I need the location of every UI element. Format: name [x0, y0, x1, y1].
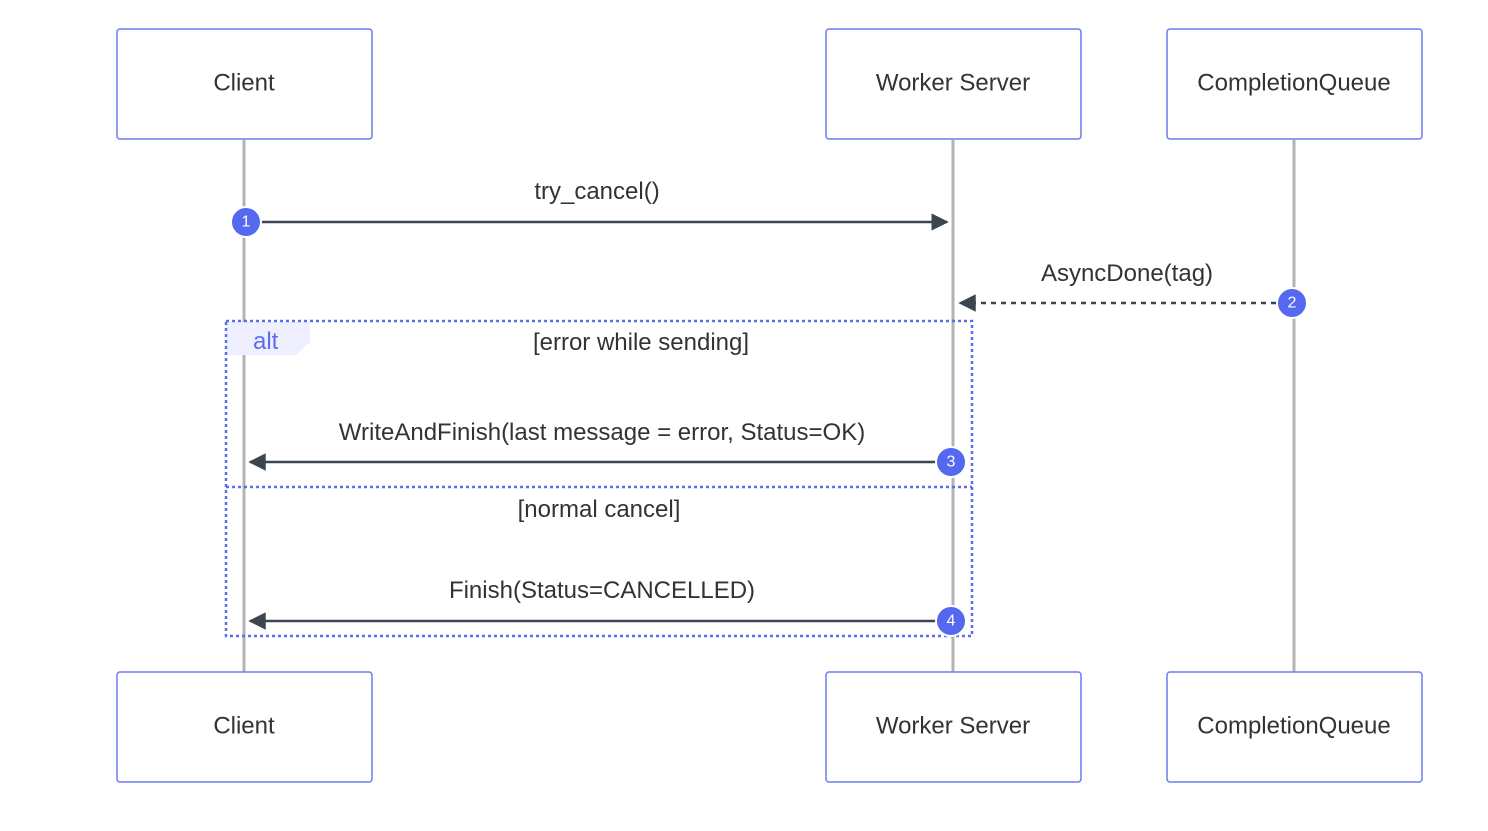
alt-condition-normal-cancel: [normal cancel]	[518, 496, 681, 523]
actor-worker-server-bottom: Worker Server	[825, 671, 1082, 783]
actor-box	[116, 671, 373, 783]
message-label: Finish(Status=CANCELLED)	[449, 577, 755, 604]
actor-worker-server-top: Worker Server	[825, 28, 1082, 140]
actor-box	[1166, 671, 1423, 783]
message-try-cancel: try_cancel() 1	[230, 178, 949, 238]
actor-label: Worker Server	[876, 69, 1030, 96]
alt-frame-tab	[226, 322, 310, 355]
alt-frame: alt [error while sending] [normal cancel…	[224, 319, 974, 638]
actor-box	[116, 28, 373, 140]
actor-box	[825, 28, 1082, 140]
actor-label: CompletionQueue	[1197, 712, 1390, 739]
actor-label: CompletionQueue	[1197, 69, 1390, 96]
actor-label: Client	[213, 69, 275, 96]
actor-label: Client	[213, 712, 275, 739]
step-badge	[935, 446, 967, 478]
alt-frame-border	[224, 319, 974, 638]
step-number: 3	[947, 454, 956, 471]
message-label: try_cancel()	[534, 178, 659, 205]
step-badge	[935, 605, 967, 637]
message-write-and-finish: WriteAndFinish(last message = error, Sta…	[248, 419, 967, 478]
message-label: WriteAndFinish(last message = error, Sta…	[339, 419, 865, 446]
actor-completion-queue-top: CompletionQueue	[1166, 28, 1423, 140]
actor-box	[1166, 28, 1423, 140]
step-number: 2	[1288, 295, 1297, 312]
actor-box	[825, 671, 1082, 783]
message-label: AsyncDone(tag)	[1041, 260, 1213, 287]
actor-completion-queue-bottom: CompletionQueue	[1166, 671, 1423, 783]
message-finish-cancelled: Finish(Status=CANCELLED) 4	[248, 577, 967, 637]
alt-condition-error-while-sending: [error while sending]	[533, 329, 749, 356]
actor-label: Worker Server	[876, 712, 1030, 739]
step-badge	[230, 206, 262, 238]
actor-client-bottom: Client	[116, 671, 373, 783]
actor-client-top: Client	[116, 28, 373, 140]
message-async-done: AsyncDone(tag) 2	[958, 260, 1308, 319]
step-number: 4	[947, 613, 956, 630]
alt-keyword: alt	[253, 328, 279, 355]
step-number: 1	[242, 214, 251, 231]
step-badge	[1276, 287, 1308, 319]
